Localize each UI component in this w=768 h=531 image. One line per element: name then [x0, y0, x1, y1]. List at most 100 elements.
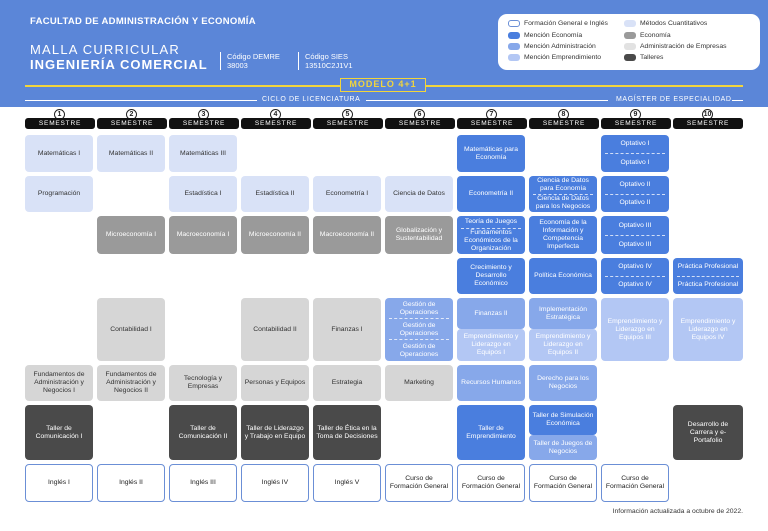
course-card: Matemáticas para Economía	[457, 135, 525, 172]
course-card: Política Económica	[529, 258, 597, 294]
legend: Formación General e Inglés Métodos Cuant…	[498, 14, 760, 70]
divider	[389, 339, 449, 340]
model-badge: MODELO 4+1	[340, 78, 426, 92]
course-card: Taller de Ética en la Toma de Decisiones	[313, 405, 381, 460]
page-title: MALLA CURRICULAR	[30, 42, 180, 57]
course-card: Microeconomía II	[241, 216, 309, 254]
legend-swatch	[508, 20, 520, 27]
course-card: Inglés IV	[241, 464, 309, 502]
course-card: Curso de Formación General	[601, 464, 669, 502]
legend-swatch	[624, 54, 636, 61]
course-card: Taller de Liderazgo y Trabajo en Equipo	[241, 405, 309, 460]
course-card: Taller de Juegos de Negocios	[529, 435, 597, 460]
course-card-group: Ciencia de Datos para Economía Ciencia d…	[529, 176, 597, 212]
course-card: Inglés V	[313, 464, 381, 502]
code-sies-label: Código SIES	[305, 52, 348, 61]
course-card: Implementación Estratégica	[529, 298, 597, 329]
course-card: Emprendimiento y Liderazgo en Equipos II…	[601, 298, 669, 361]
legend-item: Talleres	[624, 54, 663, 61]
course-card: Programación	[25, 176, 93, 212]
course-card: Curso de Formación General	[385, 464, 453, 502]
cycle-magister: MAGÍSTER DE ESPECIALIDAD	[616, 96, 732, 103]
course-card: Macroeconomía I	[169, 216, 237, 254]
course-card: Emprendimiento y Liderazgo en Equipos II	[529, 329, 597, 361]
course-card: Estrategia	[313, 365, 381, 401]
legend-item: Mención Emprendimiento	[508, 54, 601, 61]
legend-item: Métodos Cuantitativos	[624, 20, 707, 27]
divider	[677, 276, 739, 277]
legend-swatch	[508, 43, 520, 50]
code-sies-value: 13510C2J1V1	[305, 61, 353, 70]
course-card: Contabilidad I	[97, 298, 165, 361]
course-card: Desarrollo de Carrera y e-Portafolio	[673, 405, 743, 460]
divider	[389, 318, 449, 319]
footnote: Información actualizada a octubre de 202…	[612, 508, 743, 515]
cycle-line	[366, 100, 608, 101]
divider	[605, 235, 665, 236]
course-card-group: Optativo IV Optativo IV	[601, 258, 669, 294]
course-card: Fundamentos de Administración y Negocios…	[97, 365, 165, 401]
course-card: Economía de la Información y Competencia…	[529, 216, 597, 254]
course-card-group: Optativo I Optativo I	[601, 135, 669, 172]
legend-item: Formación General e Inglés	[508, 20, 608, 27]
course-card: Tecnología y Empresas	[169, 365, 237, 401]
course-card: Globalización y Sustentabilidad	[385, 216, 453, 254]
cycle-line	[25, 100, 257, 101]
model-line-left	[25, 85, 340, 87]
course-card: Matemáticas III	[169, 135, 237, 172]
course-card: Inglés I	[25, 464, 93, 502]
course-card: Inglés II	[97, 464, 165, 502]
course-card: Taller de Emprendimiento	[457, 405, 525, 460]
course-card: Estadística II	[241, 176, 309, 212]
course-card: Matemáticas II	[97, 135, 165, 172]
cycle-line	[732, 100, 743, 101]
course-card: Contabilidad II	[241, 298, 309, 361]
course-card: Crecimiento y Desarrollo Económico	[457, 258, 525, 294]
model-line-right	[426, 85, 743, 87]
course-card: Estadística I	[169, 176, 237, 212]
course-card: Marketing	[385, 365, 453, 401]
legend-item: Mención Administración	[508, 43, 596, 50]
course-card: Microeconomía I	[97, 216, 165, 254]
course-card: Taller de Comunicación II	[169, 405, 237, 460]
divider	[605, 153, 665, 154]
cycle-licenciatura: CICLO DE LICENCIATURA	[262, 96, 361, 103]
course-card: Inglés III	[169, 464, 237, 502]
legend-swatch	[508, 32, 520, 39]
legend-item: Administración de Empresas	[624, 43, 727, 50]
course-card-group: Optativo III Optativo III	[601, 216, 669, 254]
course-card: Curso de Formación General	[529, 464, 597, 502]
divider	[461, 228, 521, 229]
course-card: Finanzas II	[457, 298, 525, 329]
course-card-group: Práctica Profesional Práctica Profesiona…	[673, 258, 743, 294]
course-card: Macroeconomía II	[313, 216, 381, 254]
legend-item: Mención Economía	[508, 32, 582, 39]
course-card: Derecho para los Negocios	[529, 365, 597, 401]
course-card: Personas y Equipos	[241, 365, 309, 401]
code-demre-label: Código DEMRE	[227, 52, 280, 61]
legend-swatch	[624, 43, 636, 50]
course-card-group: Optativo II Optativo II	[601, 176, 669, 212]
divider	[605, 276, 665, 277]
course-card: Ciencia de Datos	[385, 176, 453, 212]
divider	[605, 194, 665, 195]
course-card: Finanzas I	[313, 298, 381, 361]
course-card: Curso de Formación General	[457, 464, 525, 502]
divider	[533, 194, 593, 195]
course-card: Taller de Comunicación I	[25, 405, 93, 460]
code-sies: Código SIES 13510C2J1V1	[298, 52, 353, 70]
career-name: INGENIERÍA COMERCIAL	[30, 57, 208, 72]
legend-swatch	[508, 54, 520, 61]
course-card: Econometría II	[457, 176, 525, 212]
course-card: Econometría I	[313, 176, 381, 212]
course-card: Matemáticas I	[25, 135, 93, 172]
